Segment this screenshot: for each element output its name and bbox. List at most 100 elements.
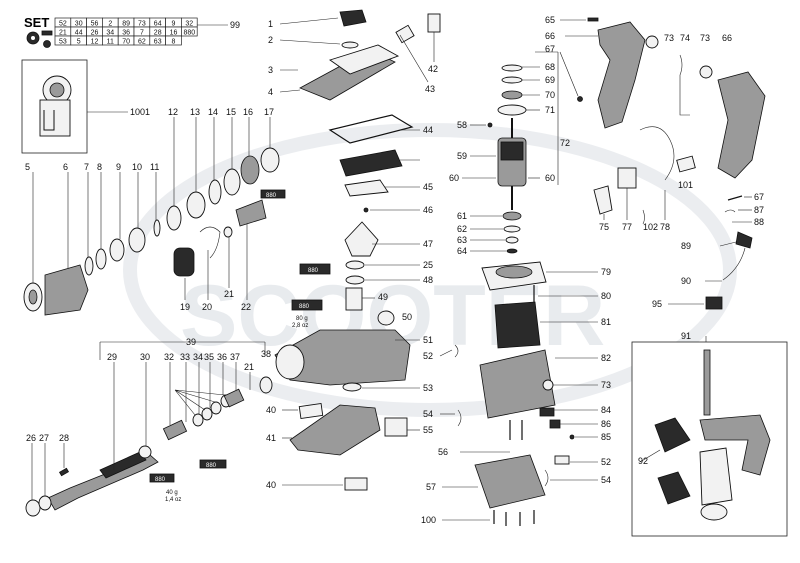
callout-54b: 54 (601, 475, 611, 485)
part-73c (542, 379, 554, 391)
callout-59: 59 (457, 151, 467, 161)
callout-47: 47 (423, 239, 433, 249)
callout-82: 82 (601, 353, 611, 363)
callout-66b: 66 (722, 33, 732, 43)
part-34 (201, 407, 213, 421)
part-46 (363, 207, 369, 213)
callout-40a: 40 (266, 405, 276, 415)
callout-6: 6 (63, 162, 68, 172)
callout-60a: 60 (449, 173, 459, 183)
callout-7: 7 (84, 162, 89, 172)
part-70 (501, 90, 523, 100)
part-9 (109, 238, 125, 262)
callout-85: 85 (601, 432, 611, 442)
part-90-cord (722, 247, 746, 281)
part-66b-handle (717, 71, 766, 179)
callout-19: 19 (180, 302, 190, 312)
callout-37: 37 (230, 352, 240, 362)
part-85 (569, 434, 575, 440)
callout-41: 41 (266, 433, 276, 443)
callout-73a: 73 (664, 33, 674, 43)
callout-87: 87 (754, 205, 764, 215)
part-5-hole (28, 289, 38, 305)
callout-15: 15 (226, 107, 236, 117)
callout-58: 58 (457, 120, 467, 130)
gearbox-cover: 1 2 4 3 43 42 44 45 46 (268, 9, 441, 215)
callout-67a: 67 (545, 44, 555, 54)
callout-13: 13 (190, 107, 200, 117)
part-67b (577, 96, 583, 102)
leader-1 (279, 17, 339, 25)
callout-95: 95 (652, 299, 662, 309)
callout-63: 63 (457, 235, 467, 245)
callout-62: 62 (457, 224, 467, 234)
callout-16: 16 (243, 107, 253, 117)
callout-21a: 21 (224, 289, 234, 299)
handle-assembly: 65 66 73 74 73 66 77 75 102 78 101 67 87… (545, 15, 766, 310)
callout-34: 34 (193, 352, 203, 362)
callout-57: 57 (426, 482, 436, 492)
set-cell-value: 5 (77, 38, 81, 45)
part-44-gasket (328, 114, 414, 144)
callout-61: 61 (457, 211, 467, 221)
callout-40b: 40 (266, 480, 276, 490)
set-cell-value: 44 (75, 29, 83, 36)
set-cell-value: 880 (183, 29, 195, 36)
callout-45: 45 (423, 182, 433, 192)
set-cell-value: 53 (59, 38, 67, 45)
callout-44: 44 (423, 125, 433, 135)
part-43-spring (395, 24, 415, 44)
chuck-assembly: 880 (23, 147, 286, 316)
callout-102: 102 (643, 222, 658, 232)
leader-92 (639, 449, 661, 463)
grease-note-1-line2: 2,8 oz (292, 323, 308, 329)
leader-67b (559, 51, 579, 97)
part-91-handle (699, 414, 771, 476)
spindle-assembly: 39 880 880 40 g 1,4 oz 26 27 28 29 30 32 (25, 337, 273, 517)
set-cell-value: 26 (91, 29, 99, 36)
part-95-plug (705, 296, 723, 310)
callout-28: 28 (59, 433, 69, 443)
part-91-rod (703, 349, 711, 416)
callout-70: 70 (545, 90, 555, 100)
part-92-base (657, 471, 691, 505)
part-19-gear (173, 247, 195, 277)
callout-46: 46 (423, 205, 433, 215)
part-40a-label (298, 403, 324, 419)
part-52a (454, 344, 459, 358)
detail-clip (43, 110, 55, 131)
part-61 (502, 211, 522, 221)
callout-12: 12 (168, 107, 178, 117)
set-cell-value: 16 (170, 29, 178, 36)
callout-20: 20 (202, 302, 212, 312)
callout-14: 14 (208, 107, 218, 117)
tube-label-c: 880 (206, 463, 217, 469)
part-86 (549, 419, 561, 429)
part-48 (345, 275, 365, 285)
part-4-top (328, 44, 400, 75)
part-102 (642, 209, 645, 225)
part-47 (344, 221, 379, 257)
callout-72: 72 (560, 138, 570, 148)
callout-22: 22 (241, 302, 251, 312)
callout-90: 90 (681, 276, 691, 286)
set-cell-value: 70 (122, 38, 130, 45)
tube-label-d: 880 (308, 268, 319, 274)
callout-71: 71 (545, 105, 555, 115)
callout-50: 50 (402, 312, 412, 322)
part-79-opening (495, 265, 533, 279)
part-92-clamp (654, 417, 691, 453)
part-26 (25, 499, 41, 517)
part-32 (162, 419, 188, 441)
callout-69: 69 (545, 75, 555, 85)
piston-assembly: 47 880 25 48 49 50 880 80 g 2,8 oz (291, 221, 433, 329)
callout-11: 11 (150, 162, 159, 172)
callout-80: 80 (601, 291, 611, 301)
part-57-cover (474, 454, 546, 509)
part-13 (186, 191, 206, 219)
set-cell-value: 30 (75, 20, 83, 27)
part-2 (341, 41, 359, 49)
part-100-screws (493, 420, 535, 526)
callout-91: 91 (681, 331, 691, 341)
